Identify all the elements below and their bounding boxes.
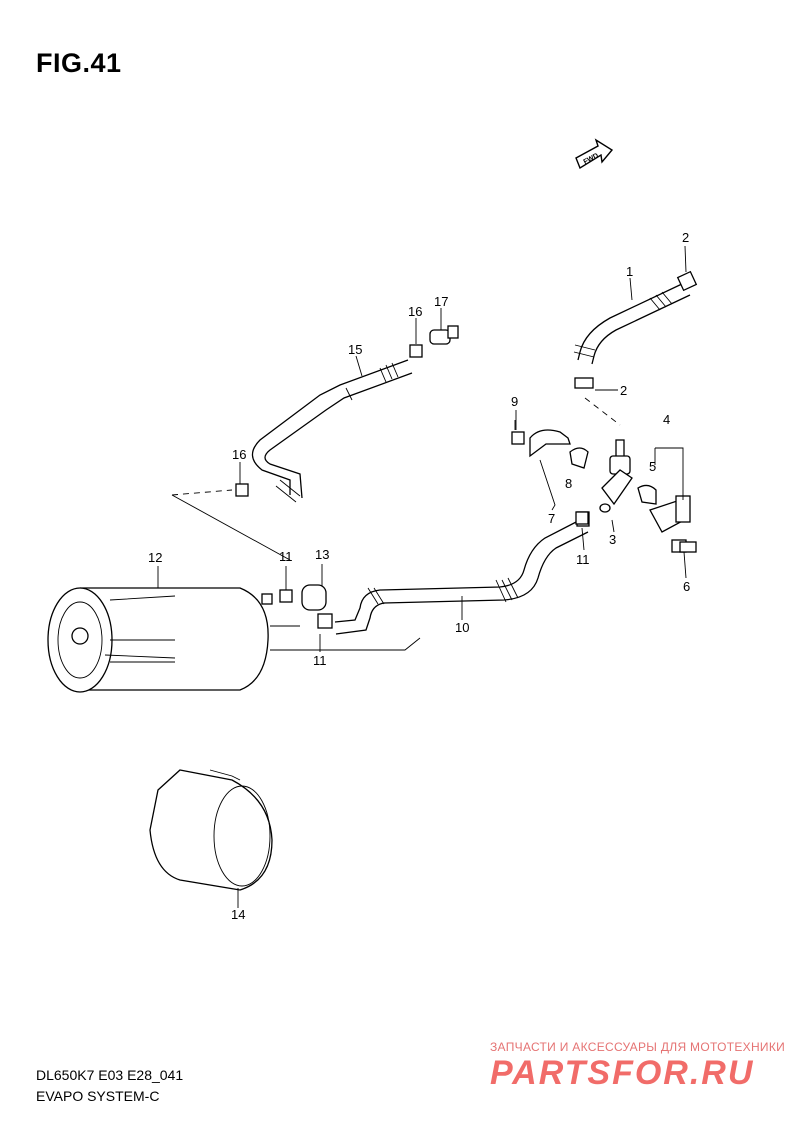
- callout-3: 3: [609, 532, 616, 547]
- sleeve-part-13: [301, 584, 327, 611]
- callout-11a: 11: [576, 552, 590, 567]
- callout-11c: 11: [313, 653, 327, 668]
- callout-15: 15: [348, 342, 362, 357]
- callout-16b: 16: [232, 447, 246, 462]
- callout-16a: 16: [408, 304, 422, 319]
- model-code: DL650K7 E03 E28_041: [36, 1067, 184, 1083]
- fitting-part-17: [429, 325, 459, 345]
- callout-4: 4: [663, 412, 670, 427]
- clamp-part-11b: [575, 511, 589, 525]
- bolt-part-6: [671, 539, 697, 553]
- callout-13: 13: [315, 547, 329, 562]
- system-name: EVAPO SYSTEM-C: [36, 1088, 160, 1104]
- callout-2b: 2: [620, 383, 627, 398]
- canister-part-12: [47, 587, 273, 693]
- diagram-footer: DL650K7 E03 E28_041 EVAPO SYSTEM-C: [36, 1065, 183, 1107]
- callout-14: 14: [231, 907, 245, 922]
- bracket-part-4: [637, 447, 691, 533]
- figure-title: FIG.41: [36, 48, 122, 78]
- clamp-part-11a: [279, 589, 293, 603]
- callout-2a: 2: [682, 230, 689, 245]
- watermark-tagline: ЗАПЧАСТИ И АКСЕССУАРЫ ДЛЯ МОТОТЕХНИКИ: [490, 1040, 786, 1054]
- hose-part-15: [251, 359, 413, 503]
- callout-5: 5: [649, 459, 656, 474]
- fwd-arrow-icon: FWD: [575, 138, 614, 170]
- clamp-part-16a: [409, 344, 423, 358]
- watermark-brand: PARTSFOR.RU: [490, 1054, 755, 1092]
- hose-part-10: [317, 511, 590, 635]
- callout-8: 8: [565, 476, 572, 491]
- callout-12: 12: [148, 550, 162, 565]
- callout-9: 9: [511, 394, 518, 409]
- callout-17: 17: [434, 294, 448, 309]
- callout-1: 1: [626, 264, 633, 279]
- clamp-part-7: [529, 429, 589, 511]
- callout-6: 6: [683, 579, 690, 594]
- callout-11b: 11: [279, 549, 293, 564]
- cover-part-14: [149, 769, 273, 891]
- callout-10: 10: [455, 620, 469, 635]
- valve-part-3: [599, 439, 633, 513]
- hose-part-1: [573, 270, 698, 389]
- clamp-part-16b: [235, 483, 249, 497]
- screw-part-9: [511, 420, 525, 445]
- callout-7: 7: [548, 511, 555, 526]
